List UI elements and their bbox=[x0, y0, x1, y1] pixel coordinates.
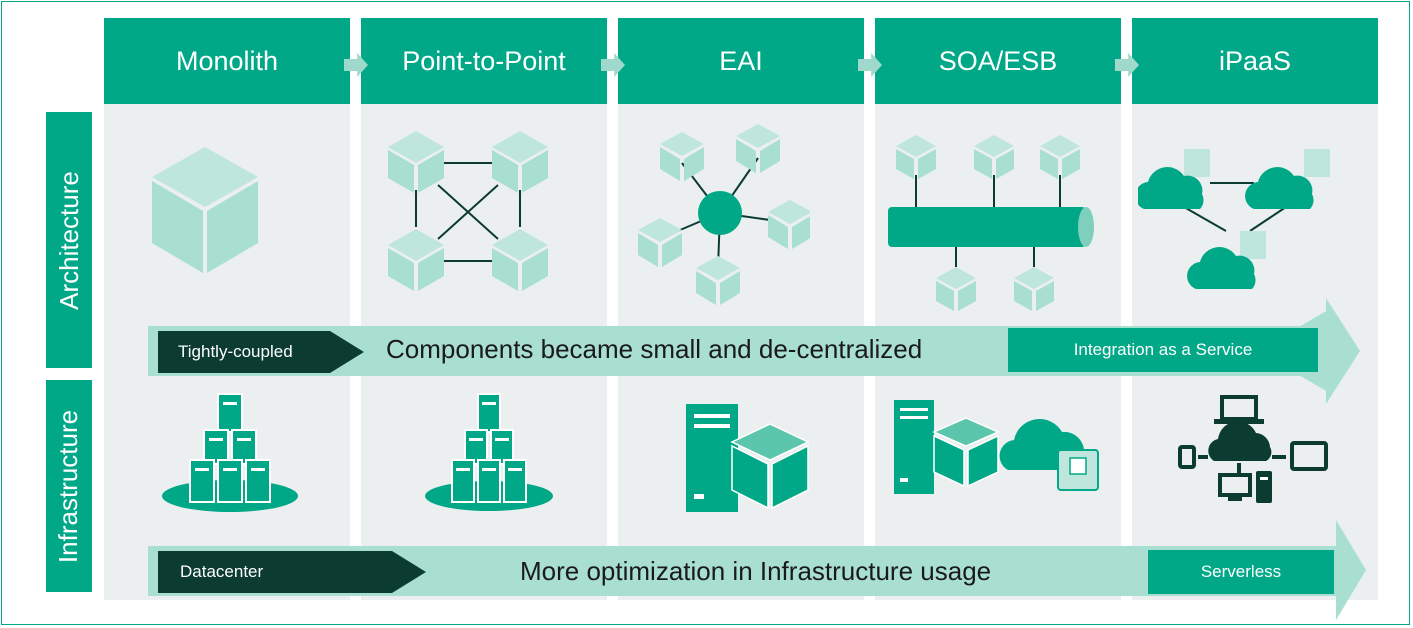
cube-icon bbox=[152, 147, 258, 273]
server-cloud-icon bbox=[894, 400, 1099, 494]
stage-header-monolith: Monolith bbox=[104, 18, 350, 104]
devices-cloud-icon bbox=[1178, 395, 1328, 503]
server-stack-icon bbox=[162, 393, 298, 512]
row-label-architecture: Architecture bbox=[46, 112, 92, 368]
stage-header-point-to-point: Point-to-Point bbox=[361, 18, 607, 104]
cloud-network-icon bbox=[1138, 149, 1330, 289]
hub-spoke-icon bbox=[638, 124, 810, 305]
server-cube-icon bbox=[686, 404, 810, 512]
stage-header-ipaas: iPaaS bbox=[1132, 18, 1378, 104]
tag-integration-as-a-service: Integration as a Service bbox=[1008, 328, 1318, 372]
mesh-cubes-icon bbox=[388, 131, 548, 291]
tag-datacenter: Datacenter bbox=[158, 551, 426, 593]
tag-serverless: Serverless bbox=[1148, 550, 1334, 594]
tag-tightly-coupled: Tightly-coupled bbox=[158, 331, 364, 373]
service-bus-icon bbox=[888, 135, 1094, 311]
server-stack-icon bbox=[425, 393, 553, 511]
stage-header-soa-esb: SOA/ESB bbox=[875, 18, 1121, 104]
infrastructure-band-text: More optimization in Infrastructure usag… bbox=[520, 556, 992, 586]
architecture-band-text: Components became small and de-centraliz… bbox=[386, 334, 923, 364]
stage-header-eai: EAI bbox=[618, 18, 864, 104]
row-label-infrastructure: Infrastructure bbox=[46, 380, 92, 592]
